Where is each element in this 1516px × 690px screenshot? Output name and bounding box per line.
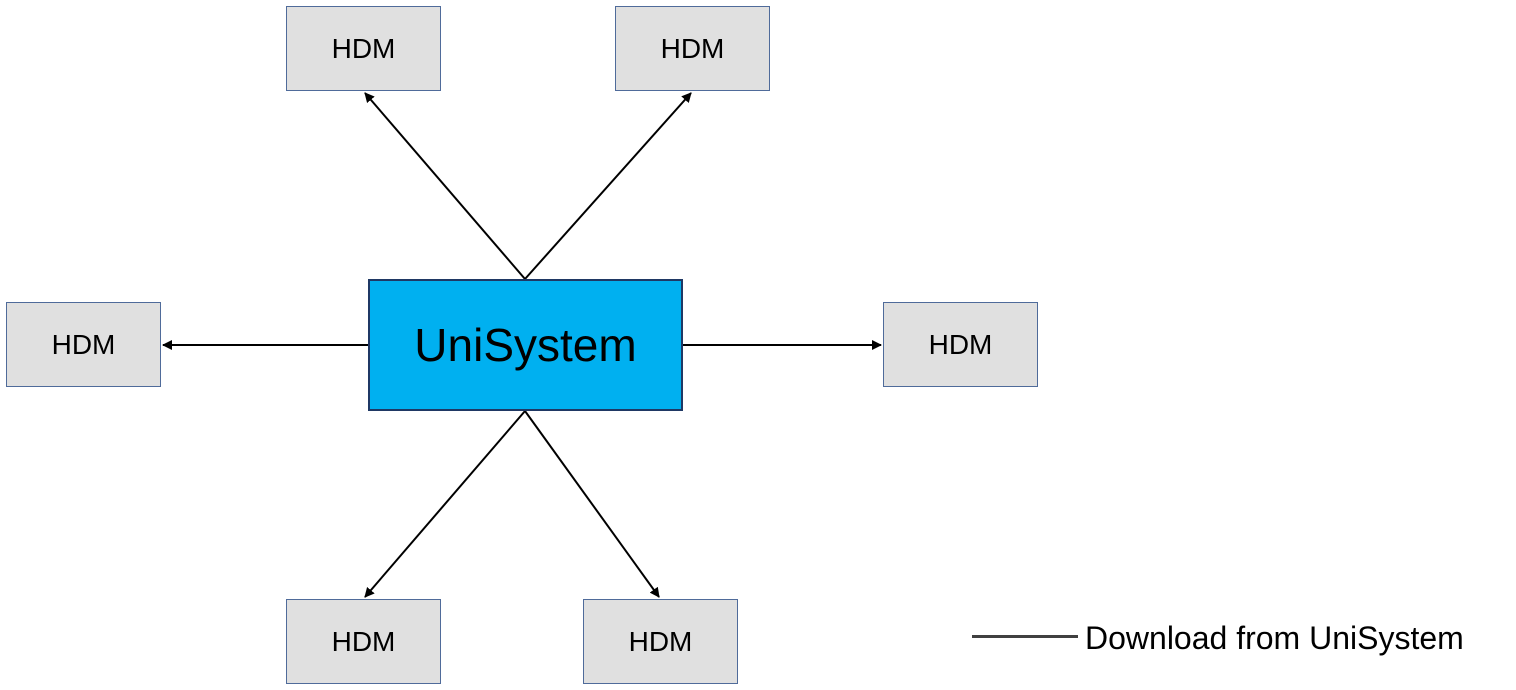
legend-label: Download from UniSystem — [1085, 620, 1464, 656]
legend-line-swatch — [972, 635, 1078, 638]
unisystem-label: UniSystem — [414, 319, 637, 371]
hdm-node-left: HDM — [6, 302, 161, 387]
arrow-to-bottom-right-hdm — [524, 410, 660, 598]
hdm-label: HDM — [51, 328, 116, 360]
hdm-label: HDM — [331, 32, 396, 64]
hdm-label: HDM — [628, 625, 693, 657]
hdm-label: HDM — [331, 625, 396, 657]
hdm-node-top-right: HDM — [615, 6, 770, 91]
hdm-node-bottom-right: HDM — [583, 599, 738, 684]
hdm-label: HDM — [928, 328, 993, 360]
hdm-node-right: HDM — [883, 302, 1038, 387]
arrow-to-top-right-hdm — [524, 92, 692, 280]
hdm-node-bottom-left: HDM — [286, 599, 441, 684]
hdm-label: HDM — [660, 32, 725, 64]
arrow-to-top-left-hdm — [364, 92, 526, 280]
hdm-node-top-left: HDM — [286, 6, 441, 91]
unisystem-node: UniSystem — [368, 279, 683, 411]
arrow-to-bottom-left-hdm — [364, 410, 526, 598]
